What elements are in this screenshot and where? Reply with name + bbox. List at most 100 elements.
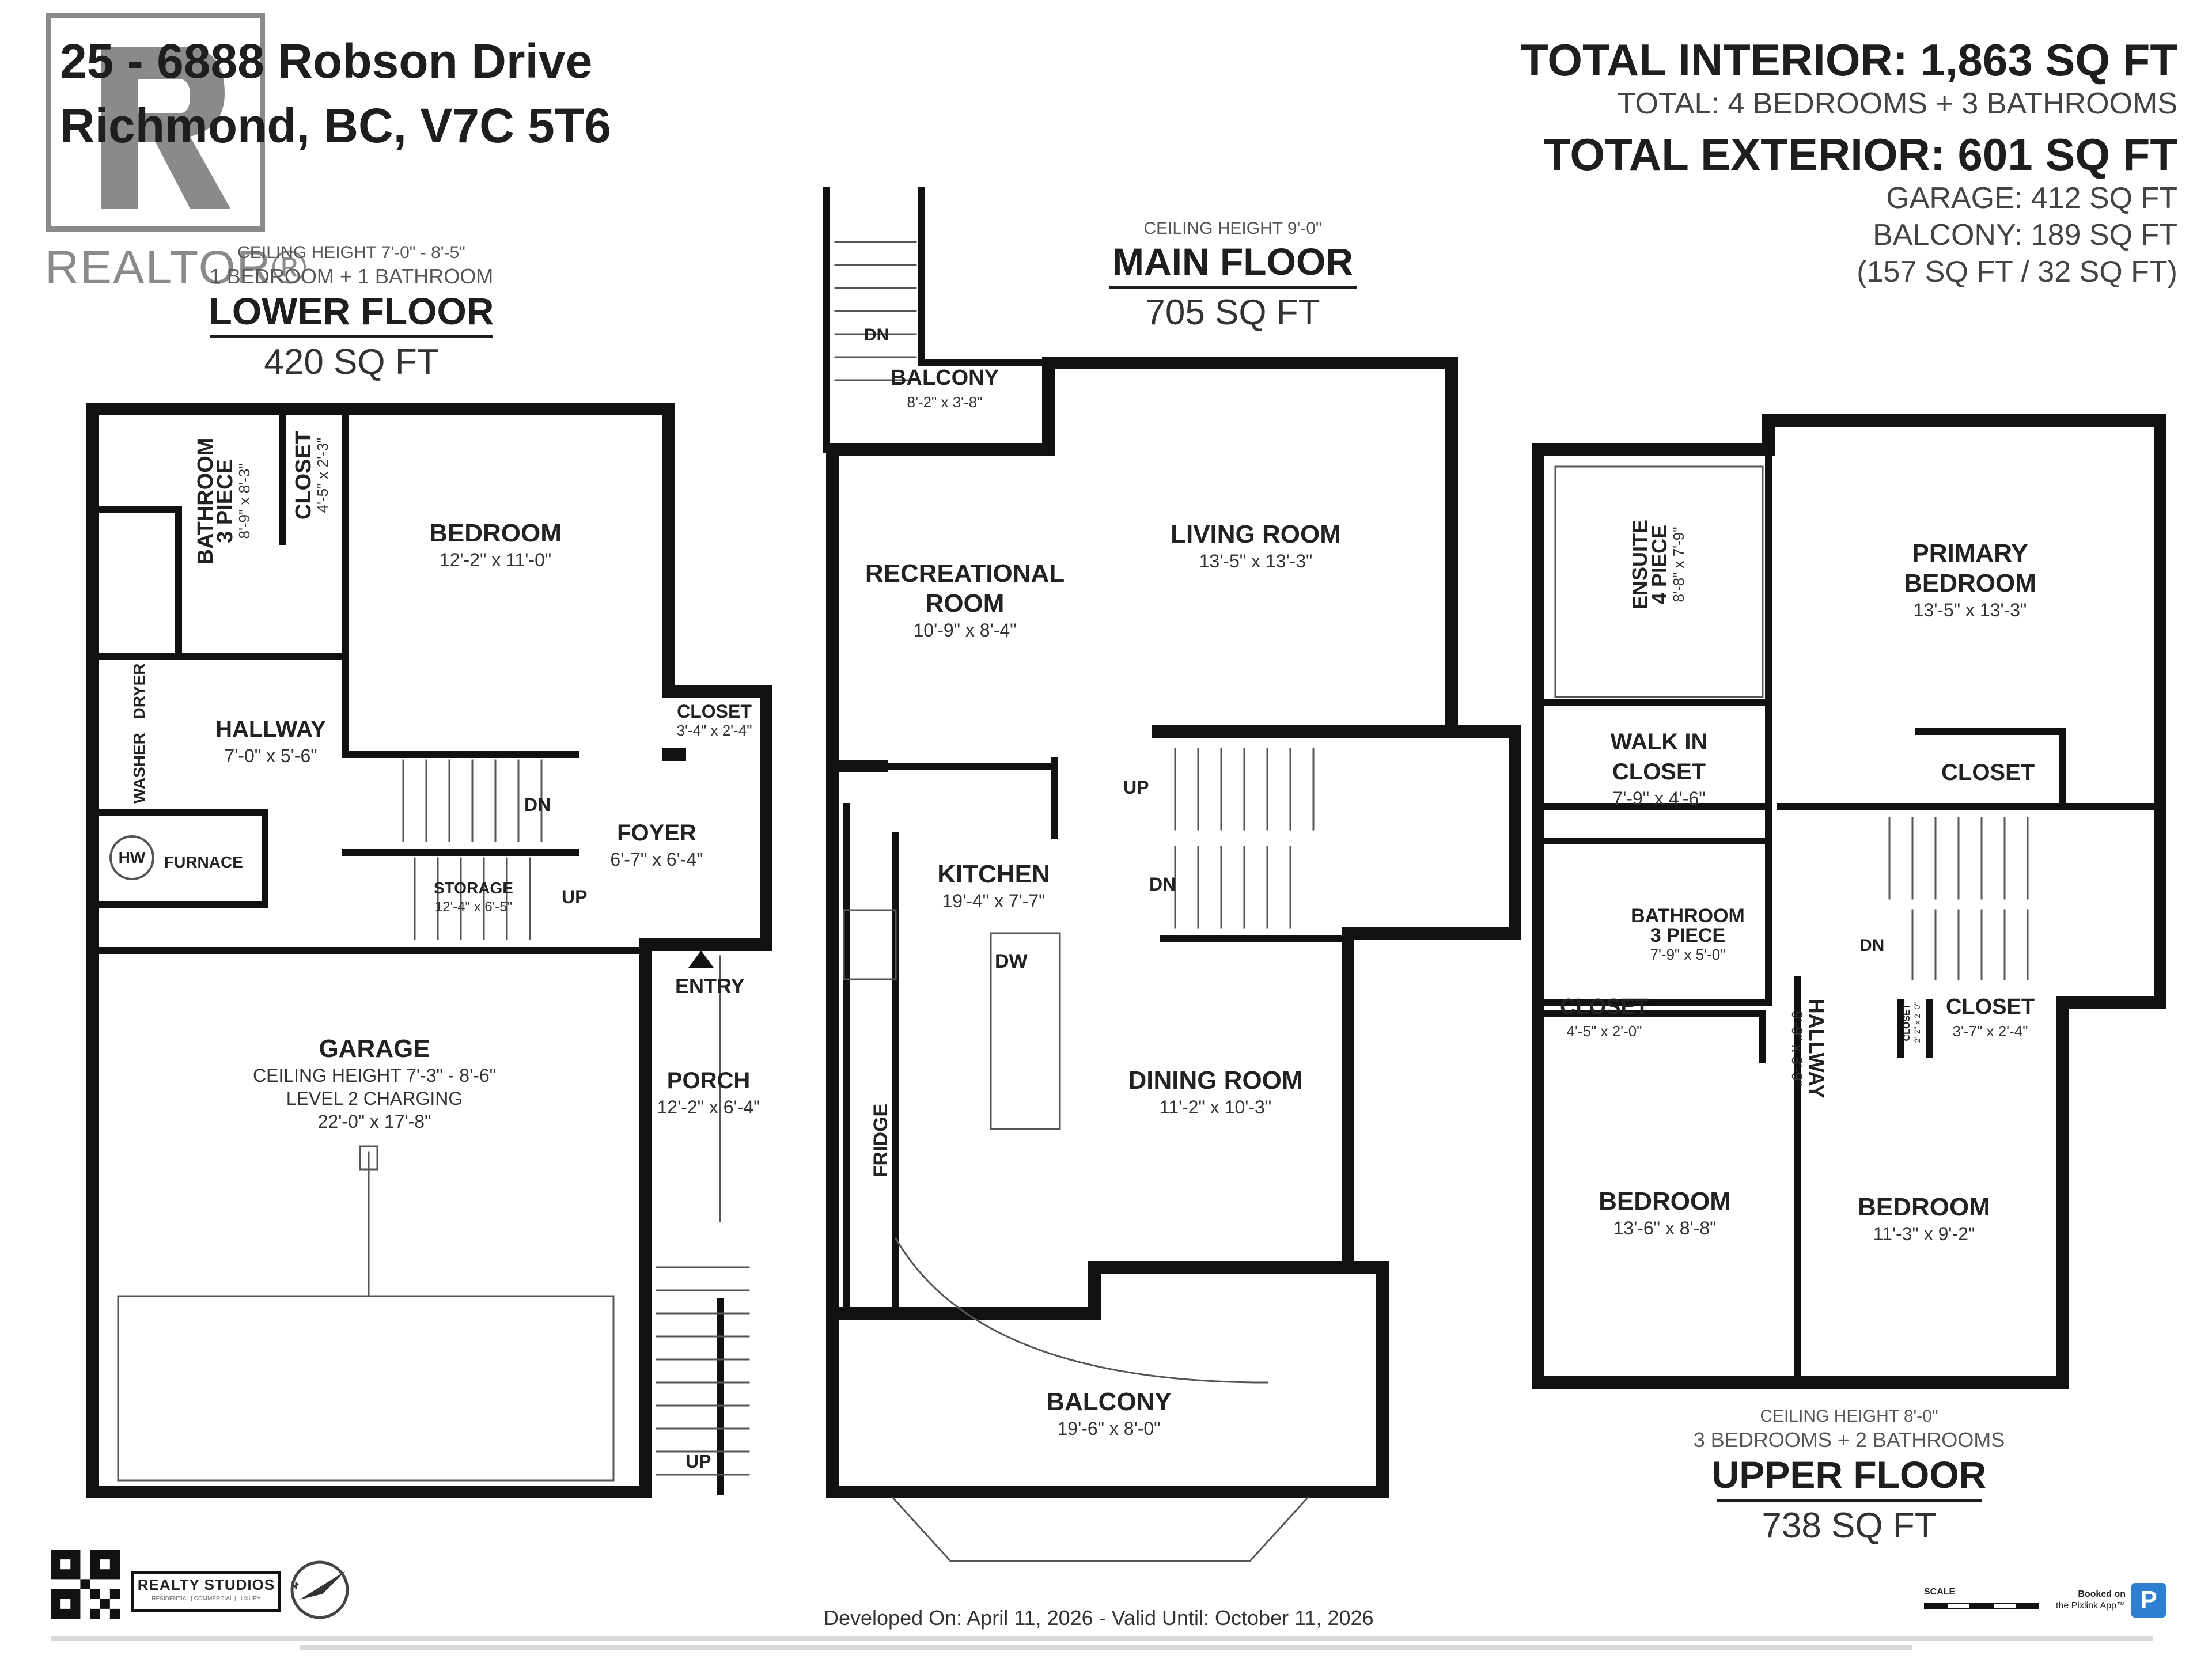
scale-bar <box>1924 1603 2039 1609</box>
north-compass-icon <box>290 1560 349 1619</box>
lower-bedroom-dim: 12'-2" x 11'-0" <box>439 550 552 570</box>
total-balcony-split: (157 SQ FT / 32 SQ FT) <box>1857 255 2177 289</box>
upper-bedroom-1-name: BEDROOM <box>1599 1187 1731 1215</box>
entry-arrow-icon <box>688 950 714 968</box>
ensuite-dim: 8'-8" x 7'-9" <box>1670 527 1687 603</box>
storage-dim: 12'-4" x 6'-5" <box>434 899 513 915</box>
kitchen: KITCHEN 19'-4" x 7'-7" <box>937 859 1050 912</box>
lower-bedroom-name: BEDROOM <box>429 519 562 547</box>
rec-room-name-2: ROOM <box>925 589 1005 618</box>
walk-in-name-1: WALK IN <box>1610 729 1708 755</box>
upper-closet-c: CLOSET 2'-2" x 2'-0" <box>1902 997 1922 1048</box>
upper-hallway-name: HALLWAY <box>1805 998 1828 1099</box>
upper-floor-title: UPPER FLOOR <box>1711 1453 1987 1496</box>
total-rooms: TOTAL: 4 BEDROOMS + 3 BATHROOMS <box>1617 87 2177 120</box>
lower-closet-2-name: CLOSET <box>677 701 752 722</box>
main-floor-title: MAIN FLOOR <box>1112 240 1353 283</box>
upper-floor-header: CEILING HEIGHT 8'-0" 3 BEDROOMS + 2 BATH… <box>1659 1406 2039 1547</box>
primary-bedroom-name-2: BEDROOM <box>1904 569 2036 597</box>
upper-bedroom-1: BEDROOM 13'-6" x 8'-8" <box>1599 1187 1731 1240</box>
main-balcony-top-name: BALCONY <box>891 366 999 390</box>
upper-closet-d-name: CLOSET <box>1945 995 2035 1019</box>
upper-bedroom-2: BEDROOM 11'-3" x 9'-2" <box>1858 1192 1990 1245</box>
garage-name: GARAGE <box>319 1035 430 1063</box>
rec-room-dim: 10'-9" x 8'-4" <box>913 620 1017 641</box>
main-ceiling: CEILING HEIGHT 9'-0" <box>1143 219 1322 238</box>
porch-name: PORCH <box>666 1068 751 1093</box>
main-balcony-name: BALCONY <box>1046 1388 1172 1416</box>
walk-in-name-2: CLOSET <box>1612 759 1706 785</box>
hw-label: HW <box>118 849 146 866</box>
upper-closet-d-dim: 3'-7" x 2'-4" <box>1952 1022 2028 1040</box>
pixlink-app: the Pixlink App™ <box>2056 1601 2126 1611</box>
washer-label: WASHER <box>130 733 148 804</box>
lower-bathroom-name: BATHROOM <box>194 437 218 565</box>
upper-closet-b: CLOSET 4'-5" x 2'-0" <box>1560 992 1649 1040</box>
main-floor-header: CEILING HEIGHT 9'-0" MAIN FLOOR 705 SQ F… <box>1054 218 1411 334</box>
foyer: FOYER 6'-7" x 6'-4" <box>610 818 703 871</box>
main-stair-up: UP <box>1123 777 1149 798</box>
porch: PORCH 12'-2" x 6'-4" <box>657 1066 760 1119</box>
total-garage: GARAGE: 412 SQ FT <box>1886 181 2177 215</box>
dining-room-name: DINING ROOM <box>1128 1066 1303 1094</box>
realtor-logo <box>46 13 265 232</box>
lower-floor-header: CEILING HEIGHT 7'-0" - 8'-5" 1 BEDROOM +… <box>173 242 530 383</box>
hw-tank: HW <box>109 835 154 880</box>
scale-label: SCALE <box>1924 1587 1956 1597</box>
totals-block: TOTAL INTERIOR: 1,863 SQ FT TOTAL: 4 BED… <box>1371 35 2177 290</box>
foyer-dim: 6'-7" x 6'-4" <box>610 849 703 870</box>
primary-bedroom-name-1: PRIMARY <box>1912 539 2028 567</box>
ensuite-name: ENSUITE <box>1628 519 1652 610</box>
kitchen-name: KITCHEN <box>937 860 1050 888</box>
lower-ceiling: CEILING HEIGHT 7'-0" - 8'-5" <box>237 243 465 262</box>
lower-bathroom: BATHROOM 3 PIECE 8'-9" x 8'-3" <box>194 432 253 570</box>
porch-dim: 12'-2" x 6'-4" <box>657 1097 760 1118</box>
lower-hallway-dim: 7'-0" x 5'-6" <box>224 745 317 766</box>
pixlink-badge[interactable]: P <box>2131 1583 2166 1618</box>
total-exterior: TOTAL EXTERIOR: 601 SQ FT <box>1543 129 2177 180</box>
main-floor-area: 705 SQ FT <box>1145 293 1320 332</box>
upper-closet-c-dim: 2'-2" x 2'-0" <box>1912 1002 1922 1043</box>
realty-studios-sub: RESIDENTIAL | COMMERCIAL | LUXURY <box>151 1596 261 1602</box>
storage-name: STORAGE <box>434 879 513 897</box>
realtor-logo-text: REALTOR® <box>45 241 308 294</box>
upper-closet-b-name: CLOSET <box>1559 995 1649 1019</box>
lower-floor-title: LOWER FLOOR <box>209 290 494 332</box>
lower-stair-up: UP <box>562 887 588 907</box>
walk-in-dim: 7'-9" x 4'-6" <box>1612 788 1706 809</box>
lower-hallway: HALLWAY 7'-0" x 5'-6" <box>215 714 326 767</box>
lower-hallway-name: HALLWAY <box>215 717 326 742</box>
living-room-name: LIVING ROOM <box>1171 520 1341 548</box>
ensuite: ENSUITE 4 PIECE 8'-8" x 7'-9" <box>1628 507 1688 622</box>
upper-ceiling: CEILING HEIGHT 8'-0" <box>1760 1407 1938 1426</box>
lower-bathroom-type: 3 PIECE <box>213 459 237 543</box>
dishwasher-label: DW <box>995 950 1028 972</box>
fine-print <box>51 1636 2153 1641</box>
garage-charging: LEVEL 2 CHARGING <box>286 1088 463 1109</box>
lower-closet-name: CLOSET <box>291 430 316 520</box>
upper-bedroom-2-name: BEDROOM <box>1858 1193 1990 1221</box>
walk-in-closet: WALK IN CLOSET 7'-9" x 4'-6" <box>1611 727 1708 810</box>
primary-bedroom-dim: 13'-5" x 13'-3" <box>1913 600 2027 620</box>
main-balcony: BALCONY 19'-6" x 8'-0" <box>1046 1387 1172 1440</box>
upper-closet-c-name: CLOSET <box>1902 1003 1912 1041</box>
address-line-1: 25 - 6888 Robson Drive <box>60 34 593 88</box>
garage-dim: 22'-0" x 17'-8" <box>317 1111 431 1132</box>
foyer-name: FOYER <box>617 820 696 846</box>
pixlink-text: Booked on the Pixlink App™ <box>2051 1589 2126 1612</box>
total-interior: TOTAL INTERIOR: 1,863 SQ FT <box>1521 35 2177 85</box>
upper-counts: 3 BEDROOMS + 2 BATHROOMS <box>1693 1428 2005 1452</box>
developed-date: Developed On: April 11, 2026 - Valid Unt… <box>824 1606 1374 1630</box>
upper-hallway-dim: 9'-9" x 3'-9" <box>1789 1010 1806 1086</box>
main-balcony-dim: 19'-6" x 8'-0" <box>1057 1418 1161 1439</box>
garage: GARAGE CEILING HEIGHT 7'-3" - 8'-6" LEVE… <box>253 1034 496 1133</box>
lower-bedroom: BEDROOM 12'-2" x 11'-0" <box>429 518 562 571</box>
storage: STORAGE 12'-4" x 6'-5" <box>434 878 513 916</box>
upper-closet-b-dim: 4'-5" x 2'-0" <box>1566 1022 1642 1040</box>
ensuite-type: 4 PIECE <box>1647 524 1671 605</box>
garage-ceiling: CEILING HEIGHT 7'-3" - 8'-6" <box>253 1065 496 1086</box>
lower-bathroom-dim: 8'-9" x 8'-3" <box>236 463 253 539</box>
upper-closet-a: CLOSET <box>1941 760 2035 785</box>
realty-studios-name: REALTY STUDIOS <box>137 1576 275 1593</box>
